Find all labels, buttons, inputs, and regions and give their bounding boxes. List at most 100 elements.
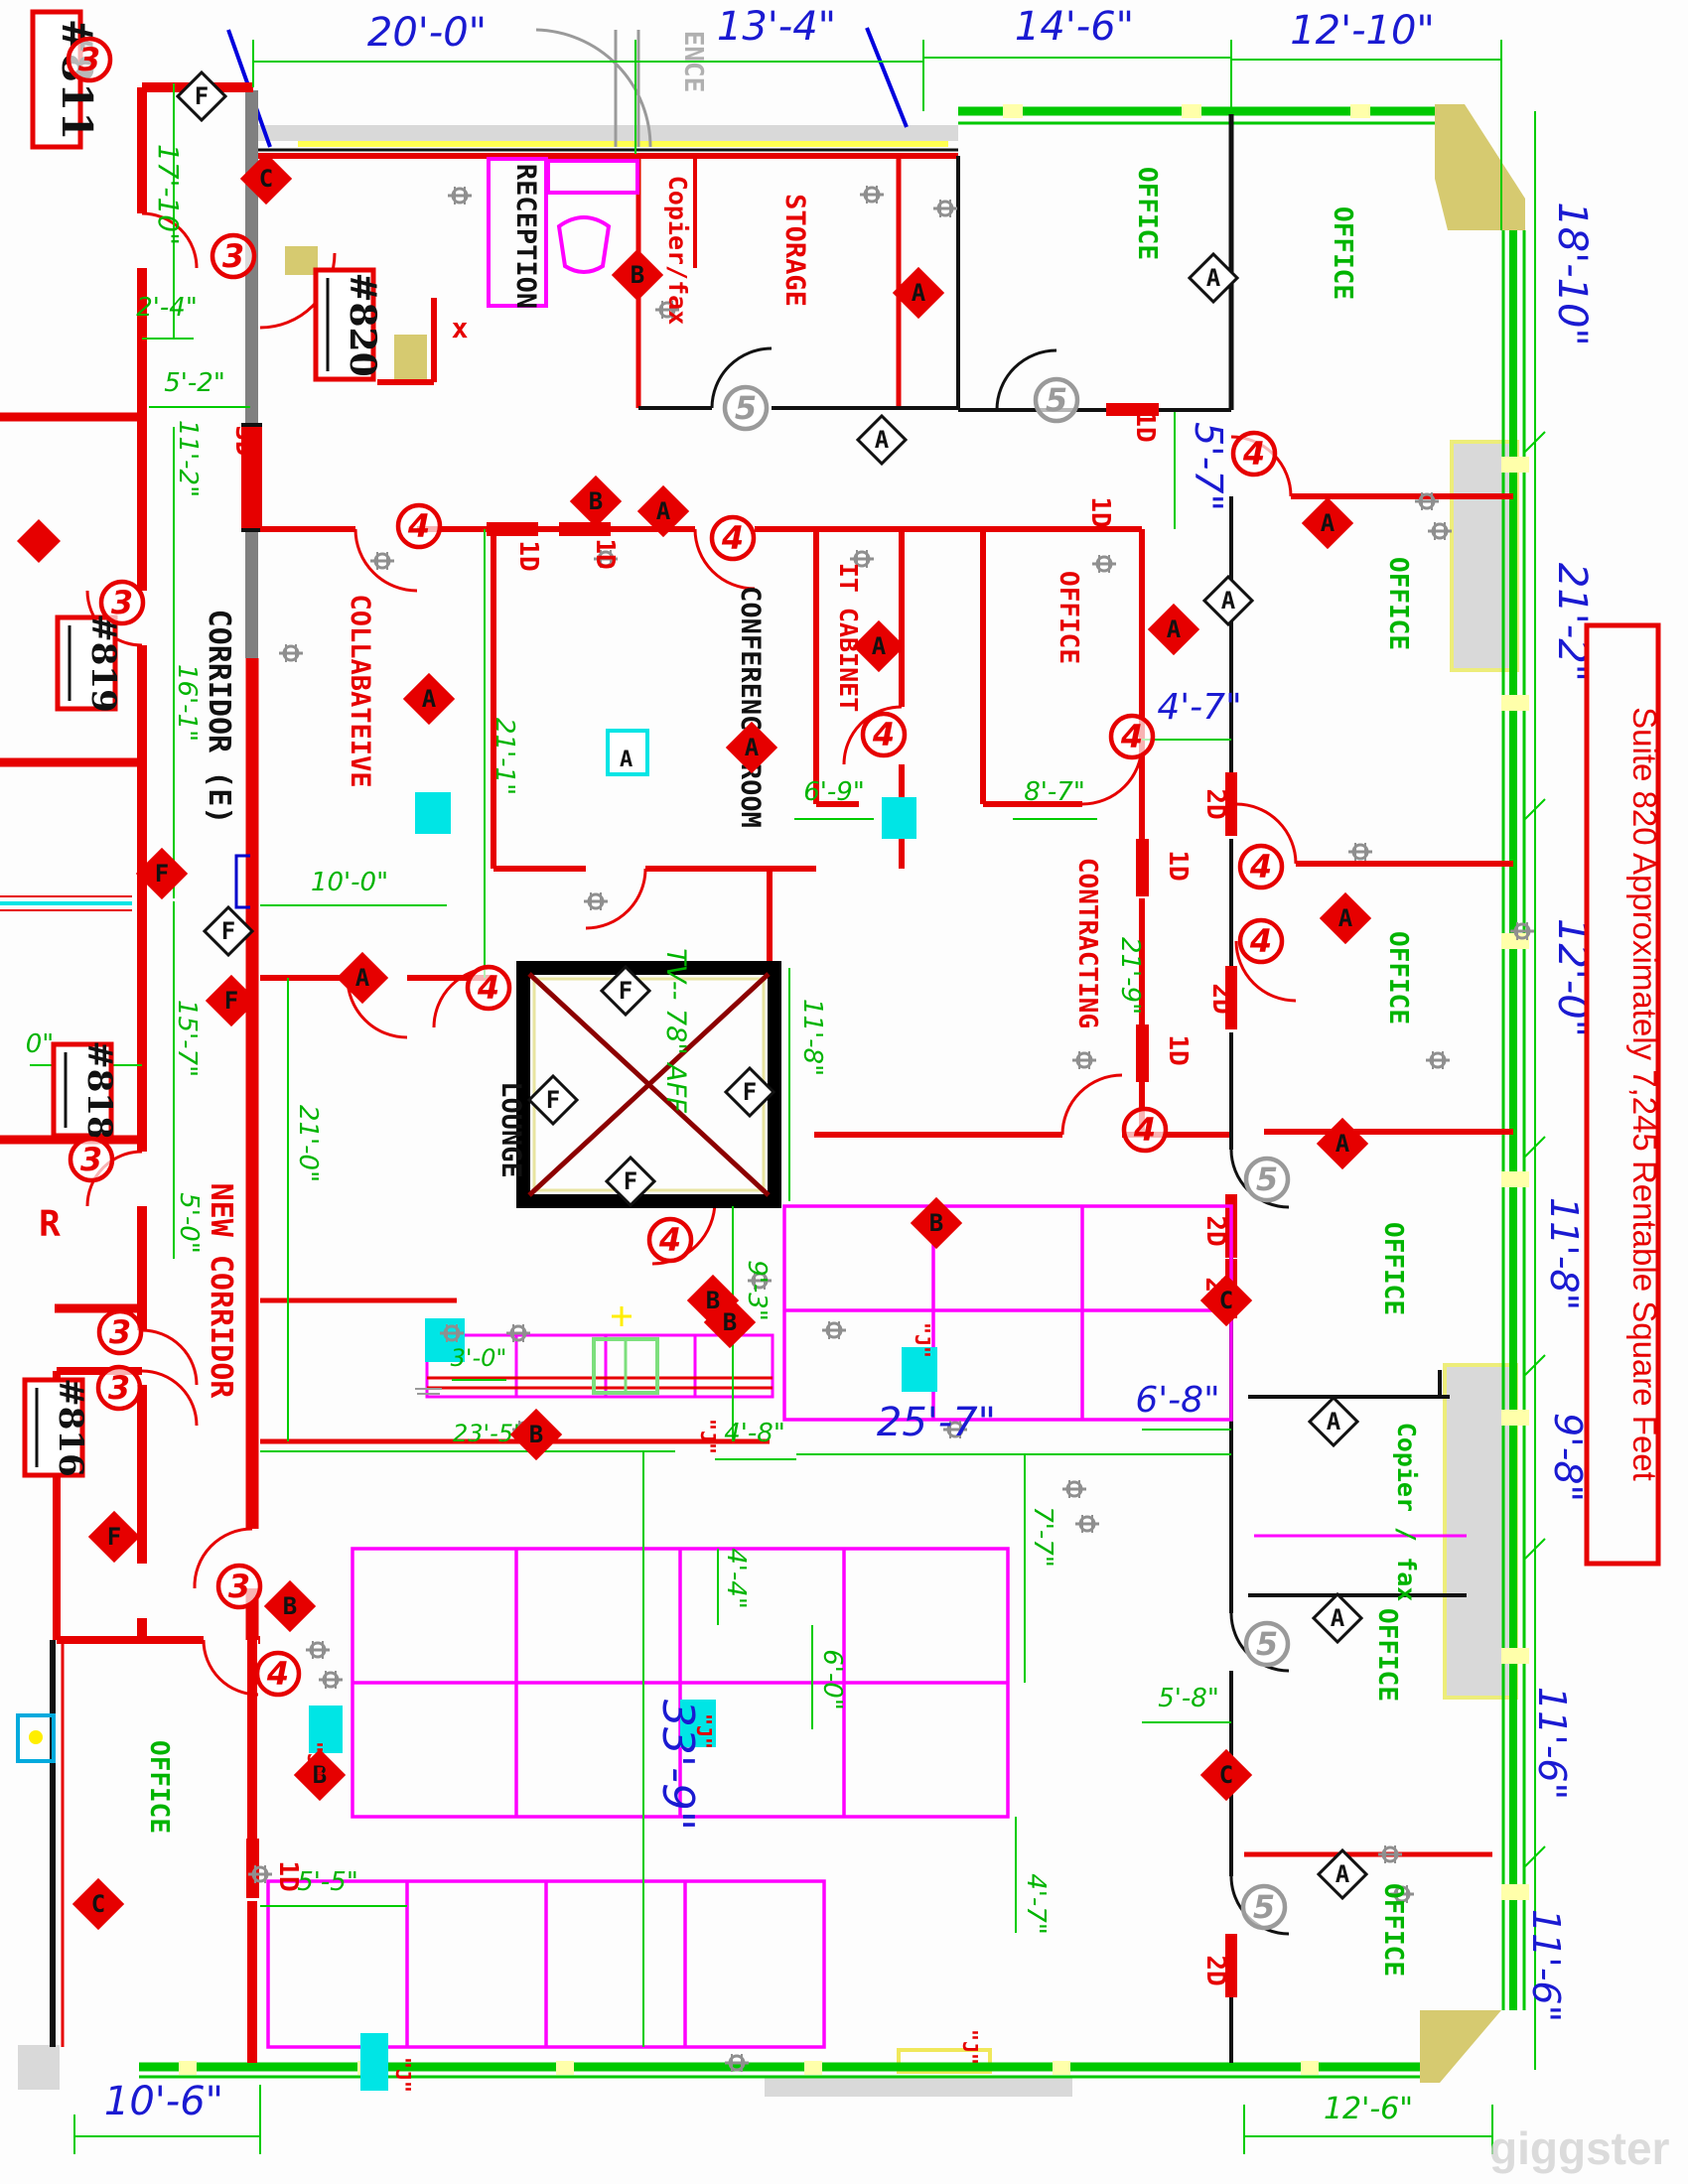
room-label-it-cabinet: IT CABINET — [834, 563, 863, 713]
dim-label: 4'-7" — [1157, 687, 1241, 728]
outlet-icon — [1073, 1513, 1101, 1535]
reception-counter — [546, 159, 639, 195]
cyan-box — [425, 1318, 465, 1362]
gray-marks — [415, 1388, 442, 1395]
dim-label: 17'-10" — [152, 144, 185, 245]
door-mark-1d: 1D — [1130, 411, 1160, 442]
door-tag-3: 3 — [98, 579, 146, 626]
bottom-yellow-niche — [897, 2048, 992, 2074]
keynote-a-red: A — [892, 266, 945, 320]
room-label-conference: CONFERENCE ROOM — [735, 586, 766, 828]
keynote-b-red: B — [263, 1579, 317, 1633]
av-box — [606, 729, 649, 776]
keynote-a-red: A — [1319, 891, 1372, 945]
keynote-diamond — [402, 672, 456, 726]
exterior-walls — [139, 104, 1529, 2079]
outlet-icon — [931, 198, 959, 219]
outlet-icon — [368, 550, 396, 572]
av-box-letter: A — [620, 748, 633, 772]
dim-label: 9'-3" — [742, 1260, 772, 1321]
door-mark-1d: 1D — [513, 540, 543, 571]
keynote-a-black: A — [1316, 1847, 1369, 1901]
door-tag-number: 4 — [872, 716, 895, 753]
door-tag-number: 4 — [721, 519, 744, 557]
bottom-window-sill — [765, 2077, 1072, 2097]
chamfer-corner-top-right — [1435, 104, 1525, 230]
door-tag-number: 3 — [228, 1568, 250, 1605]
door-tag-number: 4 — [1133, 1111, 1156, 1149]
keynote-letter: C — [1219, 1287, 1233, 1314]
door-tag-3: 3 — [215, 1563, 263, 1610]
keynote-diamond — [1147, 603, 1200, 656]
door-tag-circle — [215, 1563, 263, 1610]
suite-note-box — [1584, 622, 1661, 1567]
keynote-diamond — [723, 1065, 776, 1119]
keynote-letter: B — [706, 1287, 720, 1314]
dim-label: 11'-8" — [1542, 1197, 1586, 1310]
room-label-copier-fax-right: Copier / fax — [1392, 1423, 1421, 1602]
keynote-diamond — [569, 475, 623, 528]
keynote-letter: F — [619, 977, 633, 1005]
room-label-corridor-e: CORRIDOR (E) — [202, 610, 236, 825]
keynote-letter: A — [1336, 1860, 1350, 1888]
keynote-letter: A — [912, 279, 926, 307]
cyan-box — [309, 1706, 343, 1753]
suite-tags: #811#820#819#818#816 — [22, 9, 383, 1478]
dimension-labels: 20'-0"13'-4"14'-6"12'-10"17'-10"2'-4"5'-… — [26, 4, 1595, 2126]
door-tag-number: 5 — [1256, 1625, 1278, 1663]
outlet-icon — [1426, 520, 1454, 542]
keynote-a-red: A — [852, 619, 906, 673]
door-tag-circle — [1237, 843, 1285, 890]
door-tag-circle — [1237, 917, 1285, 965]
door-tag-3: 3 — [66, 36, 113, 83]
keynote-f-red: F — [205, 974, 258, 1027]
keynote-letter: A — [1336, 1130, 1350, 1158]
dim-label: 12'-6" — [1324, 2092, 1413, 2126]
lounge-shaft — [516, 961, 781, 1208]
j-box-label: "J" — [391, 2057, 415, 2093]
keynote-letter: C — [1219, 1761, 1233, 1789]
dim-label: 8'-7" — [1024, 777, 1085, 807]
keynote-a-black: A — [1307, 1395, 1360, 1448]
outlet-icon — [504, 1322, 532, 1344]
sink-drain — [29, 1730, 43, 1744]
cyan-box — [360, 2033, 388, 2091]
door-tag-circle — [1243, 1156, 1291, 1203]
door-tag-4: 4 — [709, 514, 757, 562]
room-label-lounge: LOUNGE — [495, 1081, 526, 1178]
door-tag-circle — [96, 1308, 144, 1356]
door-tag-circle — [1108, 713, 1156, 760]
gray-walls — [241, 90, 262, 658]
dim-label: 4'-4" — [721, 1548, 751, 1609]
dim-label: 10'-6" — [104, 2079, 223, 2124]
keynote-b-red: B — [569, 475, 623, 528]
door-mark-1d: 1D — [1163, 850, 1193, 881]
keynote-diamond — [604, 1155, 657, 1208]
outlet-icon — [446, 185, 474, 206]
dim-label: 9'-8" — [1546, 1413, 1590, 1502]
keynote-f-red: F — [87, 1510, 141, 1564]
door-tag-number: 4 — [1249, 848, 1272, 886]
keynote-diamond — [725, 721, 778, 774]
door-tag-number: 3 — [111, 584, 133, 621]
yellow-symbol — [612, 1306, 632, 1326]
door-tag-4: 4 — [860, 711, 908, 758]
keynote-diamond — [263, 1579, 317, 1633]
door-tag-number: 4 — [1242, 435, 1265, 473]
suite-tag-811: #811 — [30, 9, 101, 150]
dim-label: 3'-0" — [451, 1344, 507, 1372]
outlet-icon — [304, 1639, 332, 1661]
door-tag-circle — [98, 579, 146, 626]
keynote-letter: B — [283, 1592, 297, 1620]
door-tag-circle — [1240, 1883, 1288, 1931]
keynote-letter: F — [195, 82, 209, 110]
outlet-icon — [582, 890, 610, 912]
j-box-label: "J" — [303, 1741, 327, 1777]
dim-label: 6'-9" — [803, 777, 865, 807]
keynote-letter: B — [313, 1761, 327, 1789]
keynote-diamond — [636, 484, 690, 538]
room-label-office-e3: OFFICE — [1383, 557, 1413, 650]
outlet-icon — [1090, 553, 1118, 575]
keynote-b-red: B — [910, 1196, 963, 1250]
